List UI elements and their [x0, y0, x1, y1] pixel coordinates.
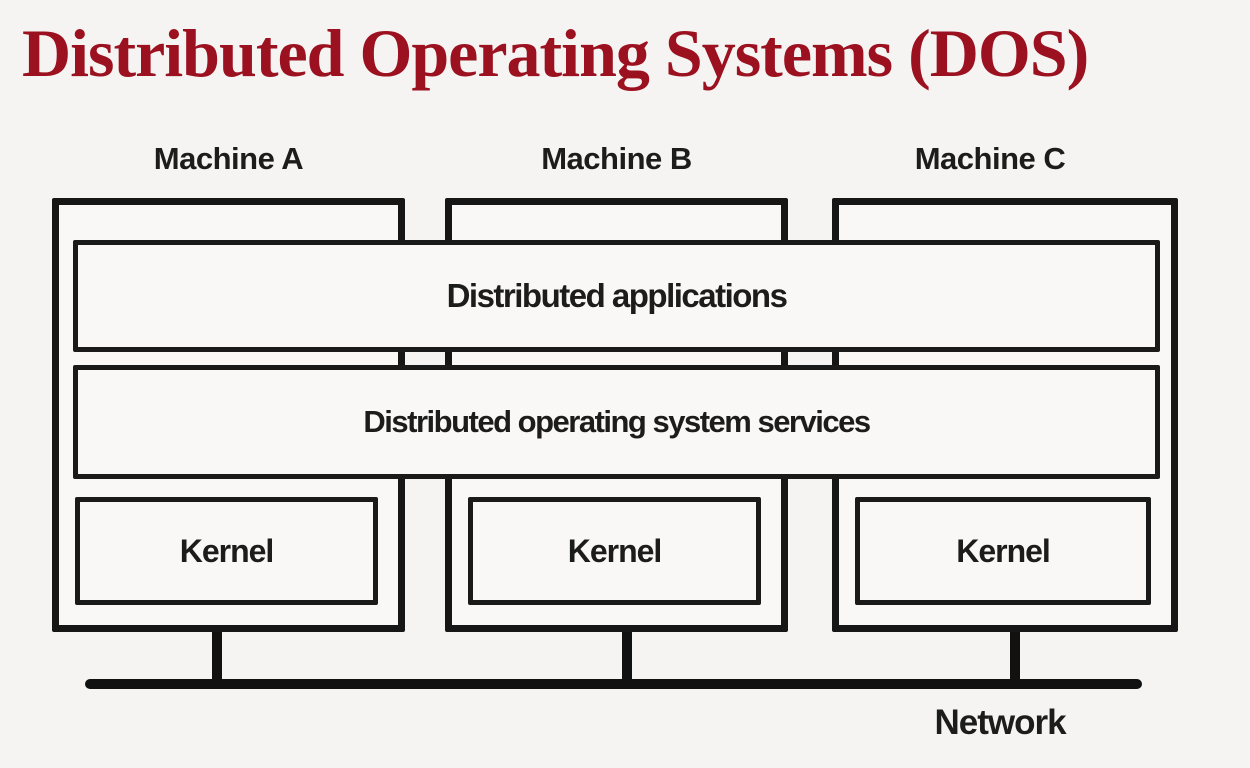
- machine-a-network-connector-line: [212, 628, 222, 688]
- machine-a-kernel-box: Kernel: [75, 497, 378, 605]
- network-bus-line: [85, 679, 1142, 689]
- machine-c-kernel-label: Kernel: [956, 532, 1051, 569]
- distributed-os-services-label: Distributed operating system services: [363, 404, 871, 439]
- slide-title: Distributed Operating Systems (DOS): [22, 15, 1089, 91]
- distributed-applications-label: Distributed applications: [446, 277, 788, 314]
- machine-c-network-connector-line: [1010, 628, 1020, 688]
- machine-c-label: Machine C: [914, 141, 1066, 176]
- machine-a-label: Machine A: [153, 141, 304, 176]
- distributed-applications-box: Distributed applications: [73, 240, 1160, 352]
- machine-b-network-connector-line: [622, 628, 632, 688]
- network-label: Network: [934, 703, 1066, 742]
- machine-a-kernel-label: Kernel: [179, 532, 275, 569]
- machine-b-kernel-label: Kernel: [567, 532, 663, 569]
- machine-c-kernel-box: Kernel: [855, 497, 1151, 605]
- machine-b-label: Machine B: [541, 141, 692, 176]
- machine-b-kernel-box: Kernel: [468, 497, 761, 605]
- distributed-os-services-box: Distributed operating system services: [73, 365, 1160, 479]
